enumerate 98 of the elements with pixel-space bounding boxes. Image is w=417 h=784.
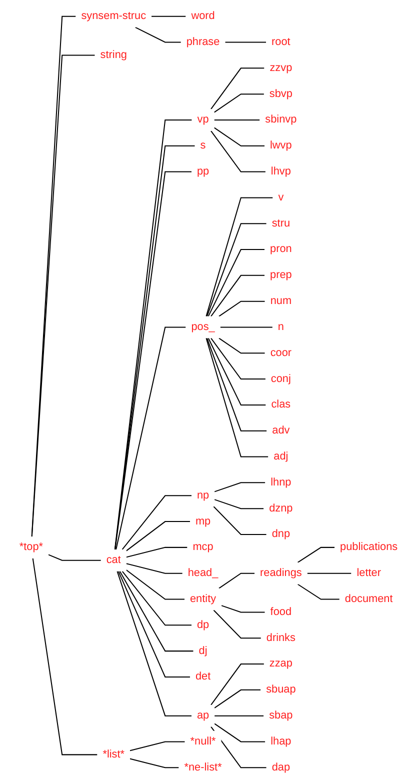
connector [126, 546, 188, 558]
connector [218, 338, 265, 354]
node-text: s [200, 140, 206, 152]
connector [221, 605, 265, 613]
node-text: *top* [19, 541, 44, 553]
node-text: dnp [272, 528, 290, 540]
connector [119, 571, 194, 652]
connector [208, 249, 265, 317]
node-text: np [196, 489, 210, 502]
connector [214, 127, 265, 146]
node-text: drinks [266, 632, 296, 644]
node-text: lwvp [270, 140, 292, 152]
node-text: phrase [186, 36, 220, 48]
node-text: v [278, 192, 284, 204]
node-text: synsem-struc [81, 10, 146, 22]
node-text: *list* [102, 748, 125, 760]
connector [122, 570, 192, 626]
node-text: lhnp [270, 476, 292, 488]
connector [218, 572, 255, 589]
node-text: clas [271, 398, 291, 410]
connector [48, 554, 101, 561]
node-text: dap [272, 762, 290, 774]
connector [32, 558, 98, 756]
node-text: head_ [188, 567, 218, 579]
node-text: coor [270, 347, 292, 359]
connector [116, 571, 192, 716]
node-text: letter [356, 567, 381, 579]
connector [220, 326, 272, 328]
node-text: readings [260, 567, 302, 579]
node-text: vp [197, 114, 209, 126]
node-text: dznp [269, 502, 293, 514]
connector [118, 571, 190, 678]
node-text: mcp [192, 541, 214, 553]
connector [206, 223, 266, 316]
node-text: string [100, 49, 127, 61]
connector [213, 610, 261, 639]
connector [126, 521, 190, 552]
node-text: root [272, 36, 290, 48]
connector [298, 546, 335, 563]
node-text: stru [272, 217, 290, 230]
connector [214, 715, 264, 716]
node-text: det [195, 670, 211, 682]
connector [130, 758, 179, 768]
node-text: document [344, 593, 393, 605]
connector [214, 482, 266, 492]
connector [218, 300, 265, 317]
connector [214, 119, 260, 120]
connector [31, 54, 95, 537]
connector [210, 338, 266, 380]
node-text: *ne-list* [184, 762, 222, 774]
connector [210, 664, 264, 706]
connector [210, 726, 266, 768]
connector [225, 42, 266, 43]
node-text: food [270, 606, 292, 618]
connector [210, 130, 266, 172]
connector [213, 506, 266, 535]
node-text: sbvp [269, 88, 292, 100]
node-text: prep [270, 269, 292, 281]
connector [210, 274, 265, 317]
node-text: adj [274, 450, 288, 462]
connector [307, 572, 352, 574]
node-text: dj [198, 644, 208, 657]
node-text: n [278, 321, 284, 333]
connector [206, 338, 268, 458]
node-text: adv [272, 424, 290, 436]
node-text: ap [196, 710, 210, 722]
node-text: conj [270, 372, 291, 384]
node-text: zzvp [270, 62, 292, 74]
connector [152, 16, 186, 17]
connector [214, 94, 264, 113]
connector [130, 741, 185, 752]
node-text: publications [340, 541, 398, 553]
connector [206, 338, 267, 432]
connector [298, 584, 340, 600]
node-text: pron [270, 243, 292, 255]
node-text: sbap [269, 710, 293, 722]
node-text: mp [195, 515, 211, 527]
connector [208, 338, 266, 406]
connector [126, 570, 185, 600]
node-text: num [270, 295, 292, 307]
connector [214, 723, 266, 742]
node-text: entity [190, 593, 216, 605]
node-text: zzap [269, 658, 292, 670]
connector [206, 197, 273, 316]
connector [122, 495, 192, 550]
connector [214, 499, 264, 510]
node-text: word [191, 10, 215, 22]
node-text: sbuap [266, 684, 296, 696]
node-text: dp [196, 619, 210, 631]
node-text: sbinvp [265, 114, 297, 126]
connector [116, 326, 186, 550]
node-text: pp [196, 166, 210, 178]
connector [214, 689, 261, 708]
connector [135, 26, 181, 43]
node-text: lhap [270, 736, 292, 748]
connector [210, 68, 264, 110]
node-text: lhvp [270, 166, 291, 178]
connector [126, 563, 182, 574]
